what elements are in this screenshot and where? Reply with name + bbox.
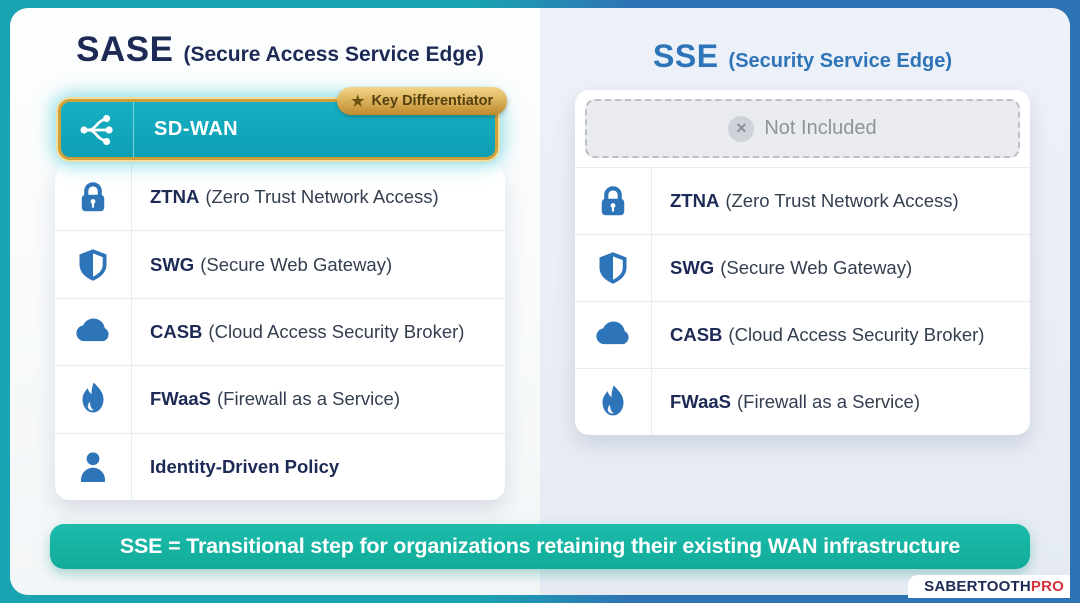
row-acronym: FWaaS	[150, 388, 211, 410]
row-detail: (Cloud Access Security Broker)	[728, 324, 985, 345]
sse-title: SSE (Security Service Edge)	[575, 38, 1030, 75]
sase-title: SASE (Secure Access Service Edge)	[55, 30, 505, 70]
person-icon	[55, 433, 132, 500]
row-acronym: CASB	[670, 324, 723, 345]
row-detail: (Firewall as a Service)	[217, 388, 400, 410]
row-detail: (Cloud Access Security Broker)	[208, 321, 465, 343]
sase-title-acronym: SASE	[76, 30, 174, 69]
flame-icon	[55, 366, 132, 433]
table-row: ZTNA (Zero Trust Network Access)	[55, 164, 505, 231]
table-row: ZTNA (Zero Trust Network Access)	[575, 167, 1030, 234]
star-icon	[351, 92, 364, 110]
table-row: SWG (Secure Web Gateway)	[55, 230, 505, 298]
lock-icon	[55, 164, 132, 231]
row-acronym: CASB	[150, 321, 203, 343]
x-circle-icon	[728, 115, 755, 142]
flame-icon	[575, 369, 652, 435]
sase-card: ZTNA (Zero Trust Network Access) SWG (Se…	[55, 164, 505, 500]
cloud-icon	[575, 302, 652, 368]
not-included-box: Not Included	[585, 99, 1020, 158]
shield-icon	[575, 235, 652, 301]
row-detail: (Zero Trust Network Access)	[725, 190, 959, 211]
key-differentiator-label: Key Differentiator	[371, 93, 494, 109]
key-differentiator-badge: Key Differentiator	[337, 87, 508, 115]
row-text: ZTNA (Zero Trust Network Access)	[132, 164, 439, 230]
shield-icon	[55, 231, 132, 298]
cloud-icon	[55, 298, 132, 366]
row-text: CASB (Cloud Access Security Broker)	[652, 302, 984, 368]
row-detail: (Secure Web Gateway)	[720, 257, 913, 278]
row-detail: (Secure Web Gateway)	[200, 253, 393, 275]
row-acronym: Identity-Driven Policy	[150, 455, 340, 477]
sse-card: Not Included ZTNA (Zero Trust Network Ac…	[575, 90, 1030, 435]
row-acronym: SWG	[150, 253, 195, 275]
row-detail: (Firewall as a Service)	[737, 391, 920, 412]
summary-banner: SSE = Transitional step for organization…	[50, 524, 1030, 569]
lock-icon	[575, 168, 652, 234]
row-text: FWaaS (Firewall as a Service)	[652, 369, 920, 435]
row-acronym: ZTNA	[150, 186, 200, 208]
table-row: Identity-Driven Policy	[55, 432, 505, 500]
sse-title-acronym: SSE	[653, 38, 719, 74]
sse-title-subtitle: (Security Service Edge)	[728, 50, 952, 72]
row-text: SWG (Secure Web Gateway)	[652, 235, 912, 301]
table-row: FWaaS (Firewall as a Service)	[55, 365, 505, 433]
table-row: FWaaS (Firewall as a Service)	[575, 368, 1030, 435]
row-text: SWG (Secure Web Gateway)	[132, 231, 392, 297]
row-text: FWaaS (Firewall as a Service)	[132, 366, 400, 432]
sdwan-label: SD-WAN	[154, 118, 239, 140]
sdwan-branch-icon	[61, 102, 134, 157]
logo-suffix: PRO	[1030, 577, 1064, 595]
row-acronym: FWaaS	[670, 391, 731, 412]
sase-title-subtitle: (Secure Access Service Edge)	[183, 43, 484, 66]
table-row: CASB (Cloud Access Security Broker)	[575, 301, 1030, 368]
table-row: CASB (Cloud Access Security Broker)	[55, 297, 505, 366]
not-included-section: Not Included	[575, 90, 1030, 167]
logo-brand: SABERTOOTH	[924, 577, 1031, 595]
row-text: Identity-Driven Policy	[132, 434, 345, 500]
table-row: SWG (Secure Web Gateway)	[575, 234, 1030, 301]
row-detail: (Zero Trust Network Access)	[205, 186, 439, 208]
not-included-label: Not Included	[764, 117, 877, 139]
row-text: ZTNA (Zero Trust Network Access)	[652, 168, 959, 234]
row-acronym: SWG	[670, 257, 715, 278]
row-acronym: ZTNA	[670, 190, 720, 211]
row-text: CASB (Cloud Access Security Broker)	[132, 299, 464, 365]
sdwan-highlight-row: SD-WAN	[58, 99, 498, 160]
